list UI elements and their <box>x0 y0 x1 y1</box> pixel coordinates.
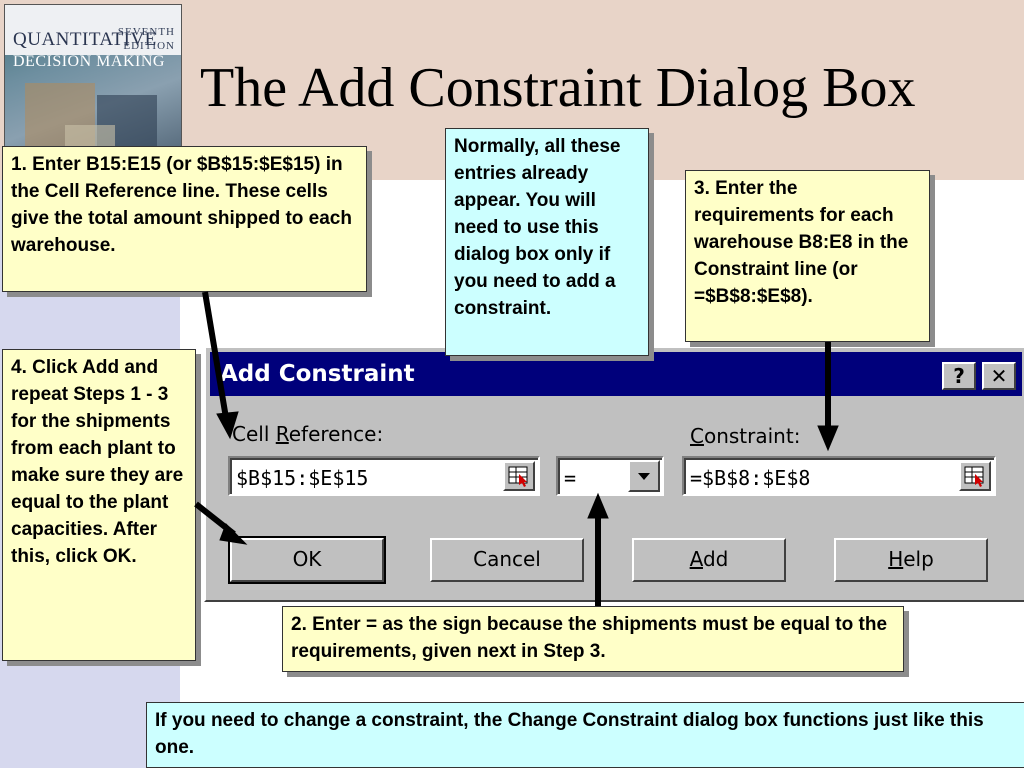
cancel-button[interactable]: Cancel <box>430 538 584 582</box>
book-edition: SEVENTH EDITION <box>118 25 175 53</box>
label-accelerator: R <box>275 422 289 446</box>
operator-value: = <box>564 466 577 490</box>
book-subtitle: DECISION MAKING <box>13 53 165 70</box>
edition-line: EDITION <box>123 40 175 52</box>
label-text: onstraint: <box>703 424 801 448</box>
constraint-input[interactable]: =$B$8:$E$8 <box>682 456 996 496</box>
constraint-value: =$B$8:$E$8 <box>690 466 811 490</box>
callout-step-2: 2. Enter = as the sign because the shipm… <box>282 606 904 672</box>
callout-normally: Normally, all these entries already appe… <box>445 128 649 356</box>
callout-step-1: 1. Enter B15:E15 (or $B$15:$E$15) in the… <box>2 146 367 292</box>
field-bevel <box>558 458 662 494</box>
range-selector-icon <box>508 466 528 487</box>
button-label: dd <box>702 547 729 571</box>
book-title: QUANTITATIVE <box>13 29 157 50</box>
help-button[interactable]: Help <box>834 538 988 582</box>
book-cover-image: QUANTITATIVE DECISION MAKING SEVENTH EDI… <box>4 4 182 170</box>
constraint-label: Constraint: <box>690 424 800 448</box>
button-accelerator: A <box>689 547 703 571</box>
dialog-titlebar[interactable]: Add Constraint ? ✕ <box>210 352 1022 396</box>
add-button[interactable]: Add <box>632 538 786 582</box>
button-accelerator: H <box>888 547 904 571</box>
dropdown-arrow-icon <box>638 473 650 480</box>
collapse-dialog-icon[interactable] <box>959 461 991 491</box>
book-cover-banner <box>5 5 181 55</box>
cell-reference-label: Cell Reference: <box>232 422 383 446</box>
close-icon[interactable]: ✕ <box>982 362 1016 390</box>
callout-step-4: 4. Click Add and repeat Steps 1 - 3 for … <box>2 349 196 661</box>
field-bevel <box>230 458 538 494</box>
cell-reference-value: $B$15:$E$15 <box>236 466 369 490</box>
collapse-dialog-icon[interactable] <box>503 461 535 491</box>
help-icon[interactable]: ? <box>942 362 976 390</box>
label-text: eference: <box>288 422 384 446</box>
dialog-title: Add Constraint <box>220 361 415 387</box>
chevron-down-icon[interactable] <box>628 460 660 492</box>
edition-line: SEVENTH <box>117 26 175 38</box>
button-label: elp <box>903 547 934 571</box>
operator-select[interactable]: = <box>556 456 664 496</box>
ok-button[interactable]: OK <box>228 536 386 584</box>
add-constraint-dialog: Add Constraint ? ✕ Cell Reference: Const… <box>204 346 1024 602</box>
label-text: Cell <box>232 422 276 446</box>
field-bevel <box>684 458 994 494</box>
label-accelerator: C <box>690 424 704 448</box>
range-selector-icon <box>964 466 984 487</box>
slide-title: The Add Constraint Dialog Box <box>200 57 916 119</box>
callout-change-constraint: If you need to change a constraint, the … <box>146 702 1024 768</box>
callout-step-3: 3. Enter the requirements for each wareh… <box>685 170 930 342</box>
cell-reference-input[interactable]: $B$15:$E$15 <box>228 456 540 496</box>
